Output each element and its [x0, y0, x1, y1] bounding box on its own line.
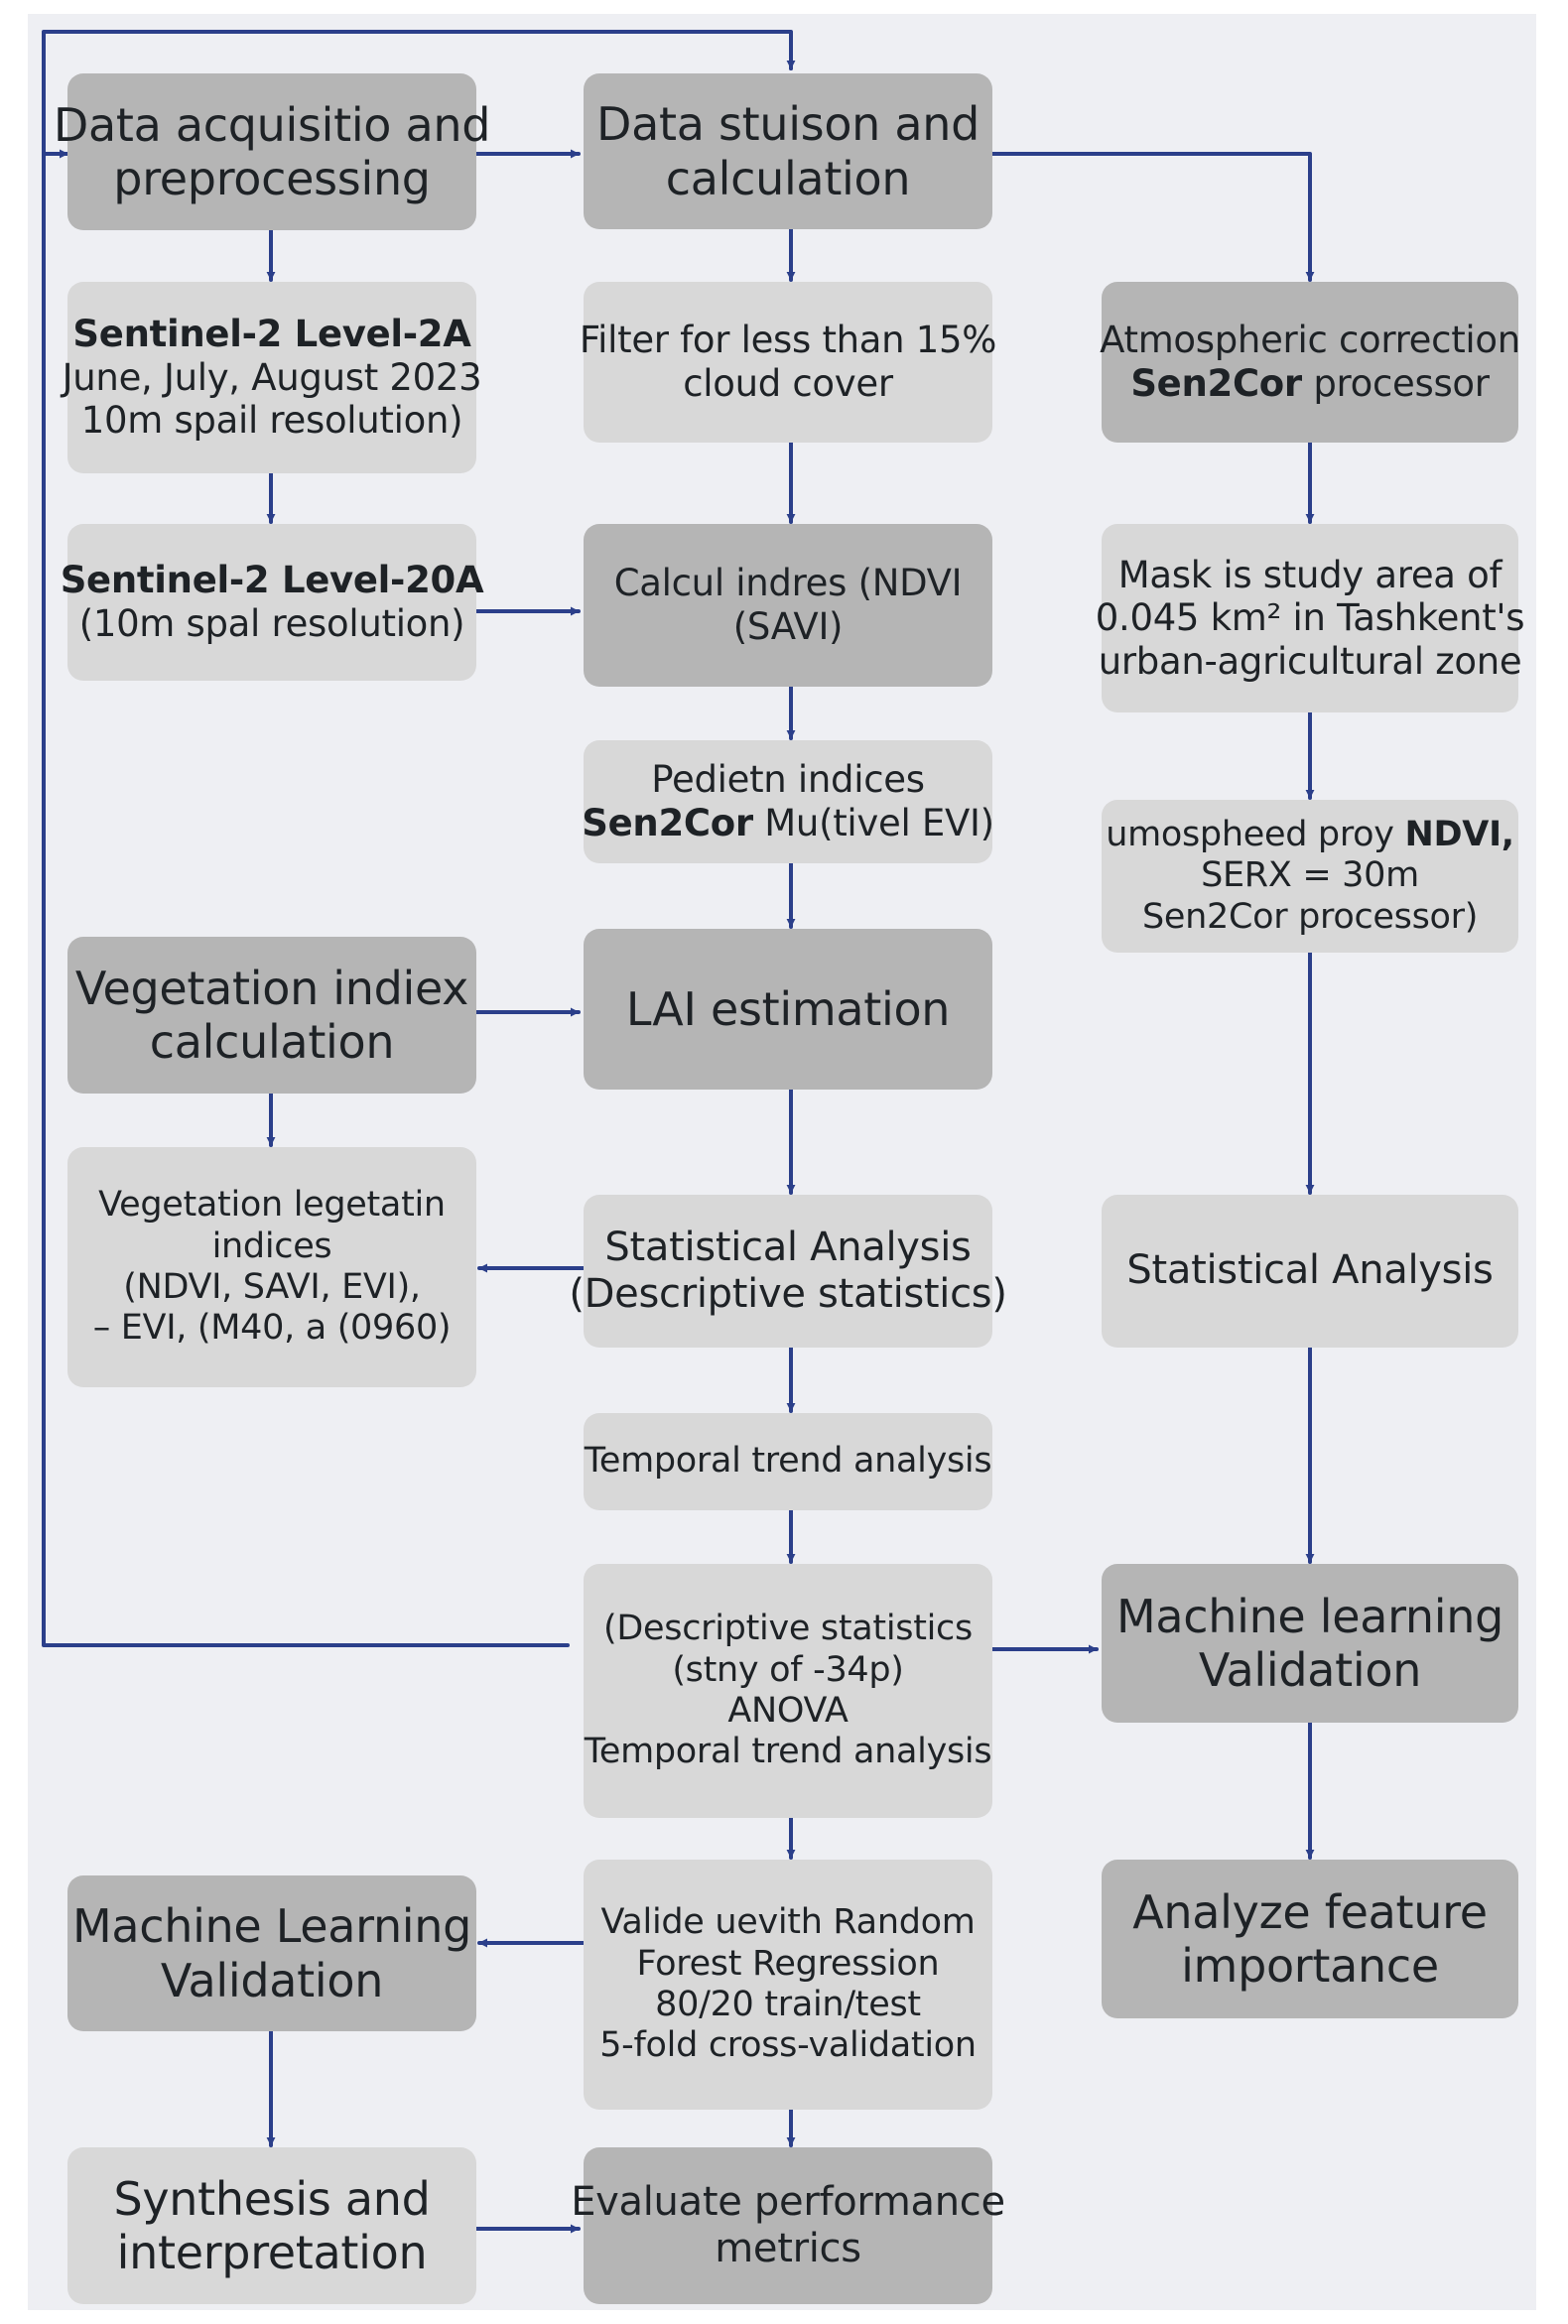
node-line: Valide uevith Random [600, 1902, 976, 1943]
node-line: Analyze feature [1132, 1884, 1488, 1939]
node-line: Validation [160, 1953, 384, 2007]
node-line: – EVI, (M40, a (0960) [92, 1308, 452, 1349]
node-descriptive-stats: (Descriptive statistics(stny of -34p)ANO… [584, 1564, 992, 1818]
node-line: ANOVA [727, 1691, 849, 1731]
node-line: indices [211, 1226, 332, 1266]
node-line: Atmospheric correction [1100, 319, 1520, 362]
node-line: Synthesis and [113, 2171, 431, 2226]
node-line: SERX = 30m [1201, 855, 1419, 896]
node-line: Filter for less than 15% [579, 319, 997, 362]
node-line: calculation [149, 1015, 395, 1069]
node-text-run: Sen2Cor [582, 802, 753, 844]
node-statistical-analysis-right: Statistical Analysis [1102, 1195, 1518, 1348]
node-line: Sentinel-2 Level-2A [72, 313, 471, 356]
node-line: (NDVI, SAVI, EVI), [123, 1267, 421, 1307]
node-line: cloud cover [683, 362, 893, 405]
node-calc-indices: Calcul indres (NDVI(SAVI) [584, 524, 992, 687]
node-line: (Descriptive statistics) [569, 1271, 1007, 1317]
node-line: Sen2Cor processor) [1141, 896, 1479, 937]
node-line: Pedietn indices [651, 758, 925, 802]
node-line: Vegetation indiex [74, 961, 469, 1015]
node-line: Sen2Cor Mu(tivel EVI) [582, 802, 994, 845]
node-line: Calcul indres (NDVI [613, 562, 963, 605]
node-line: interpretation [116, 2226, 428, 2279]
node-cloud-filter: Filter for less than 15%cloud cover [580, 282, 996, 443]
connector-layer [42, 30, 1315, 2234]
node-line: June, July, August 2023 [62, 355, 482, 399]
node-line: Vegetation legetatin [98, 1185, 446, 1226]
node-line: LAI estimation [625, 981, 951, 1036]
node-line: Validation [1198, 1643, 1422, 1697]
node-line: urban-agricultural zone [1098, 639, 1522, 683]
node-line: Machine Learning [71, 1899, 472, 1954]
node-line: Sentinel-2 Level-20A [60, 559, 484, 602]
node-line: 5-fold cross-validation [599, 2025, 977, 2066]
node-line: 80/20 train/test [655, 1985, 921, 2024]
node-sentinel-20a: Sentinel-2 Level-20A(10m spal resolution… [61, 524, 484, 681]
node-line: Machine learning [1115, 1589, 1504, 1643]
connector-fusion-to-atmos [990, 152, 1315, 282]
node-line: Statistical Analysis [1126, 1247, 1494, 1294]
node-line: Temporal trend analysis [584, 1441, 992, 1482]
node-line: umospheed proy NDVI, [1106, 815, 1514, 855]
node-line: Sen2Cor processor [1130, 362, 1490, 406]
node-line: Mask is study area of [1117, 553, 1503, 596]
connector-feedback-loop [42, 30, 793, 1647]
node-text-run: Sen2Cor [1130, 362, 1302, 405]
node-lai-estimation: LAI estimation [584, 929, 992, 1090]
node-line: Temporal trend analysis [584, 1732, 992, 1772]
node-line: (10m spal resolution) [78, 602, 465, 645]
node-line: (SAVI) [732, 605, 844, 648]
node-line: metrics [715, 2226, 861, 2271]
node-line: Forest Regression [636, 1943, 940, 1984]
node-line: Data stuison and [595, 97, 980, 152]
node-line: Evaluate performance [571, 2178, 1005, 2225]
node-line: 10m spail resolution) [80, 399, 463, 443]
node-line: importance [1181, 1939, 1439, 1993]
node-line: calculation [665, 151, 911, 205]
node-line: Data acquisitio and [53, 97, 491, 152]
node-line: Statistical Analysis [604, 1224, 972, 1270]
node-text-run: Mu(tivel EVI) [752, 802, 994, 844]
node-line: (Descriptive statistics [603, 1609, 973, 1649]
node-text-run: processor [1301, 362, 1490, 405]
node-statistical-analysis-mid: Statistical Analysis(Descriptive statist… [569, 1195, 1007, 1348]
node-line: 0.045 km² in Tashkent's [1095, 596, 1525, 640]
node-line: preprocessing [113, 152, 431, 205]
node-text-run: umospheed proy [1106, 815, 1405, 855]
node-line: (stny of -34p) [672, 1649, 904, 1690]
node-temporal-trend: Temporal trend analysis [584, 1413, 992, 1510]
node-text-run: NDVI, [1404, 815, 1515, 855]
